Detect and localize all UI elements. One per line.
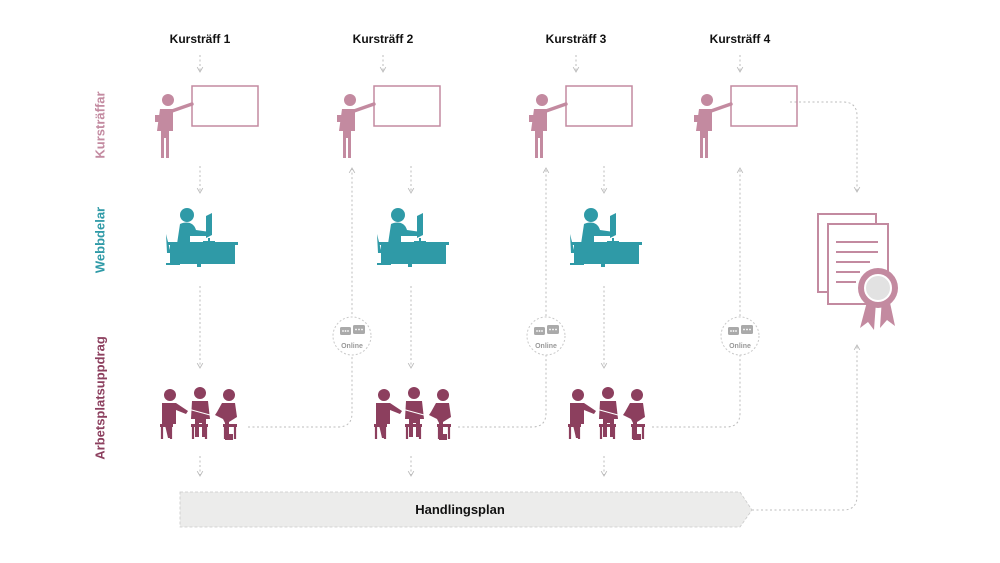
online-badge: Online [332,316,372,356]
online-label: Online [535,343,557,350]
certificate-icon [817,213,898,330]
computer-workstation-icon [165,207,239,268]
row-label-webbdelar: Webbdelar [92,206,108,274]
column-title-kurstraff-2: Kursträff 2 [352,32,414,46]
row-label-arbetsplatsuppdrag: Arbetsplatsuppdrag [92,336,108,460]
computer-workstation-icon [376,207,450,268]
computer-workstation-icon [569,207,643,268]
online-badge: Online [526,316,566,356]
group-meeting-icon [566,385,647,442]
teacher-icon [153,84,260,160]
column-title-kurstraff-4: Kursträff 4 [709,32,771,46]
handlingsplan-bar [179,491,753,528]
online-badge: Online [720,316,760,356]
teacher-icon [692,84,799,160]
column-title-kurstraff-1: Kursträff 1 [169,32,231,46]
group-meeting-icon [158,385,239,442]
group-meeting-icon [372,385,453,442]
connector-arrows [196,55,861,511]
online-label: Online [729,343,751,350]
column-title-kurstraff-3: Kursträff 3 [545,32,607,46]
online-label: Online [341,343,363,350]
teacher-icon [335,84,442,160]
row-label-kurstraffar: Kursträffar [92,91,108,159]
teacher-icon [527,84,634,160]
handlingsplan-label: Handlingsplan [415,502,505,517]
